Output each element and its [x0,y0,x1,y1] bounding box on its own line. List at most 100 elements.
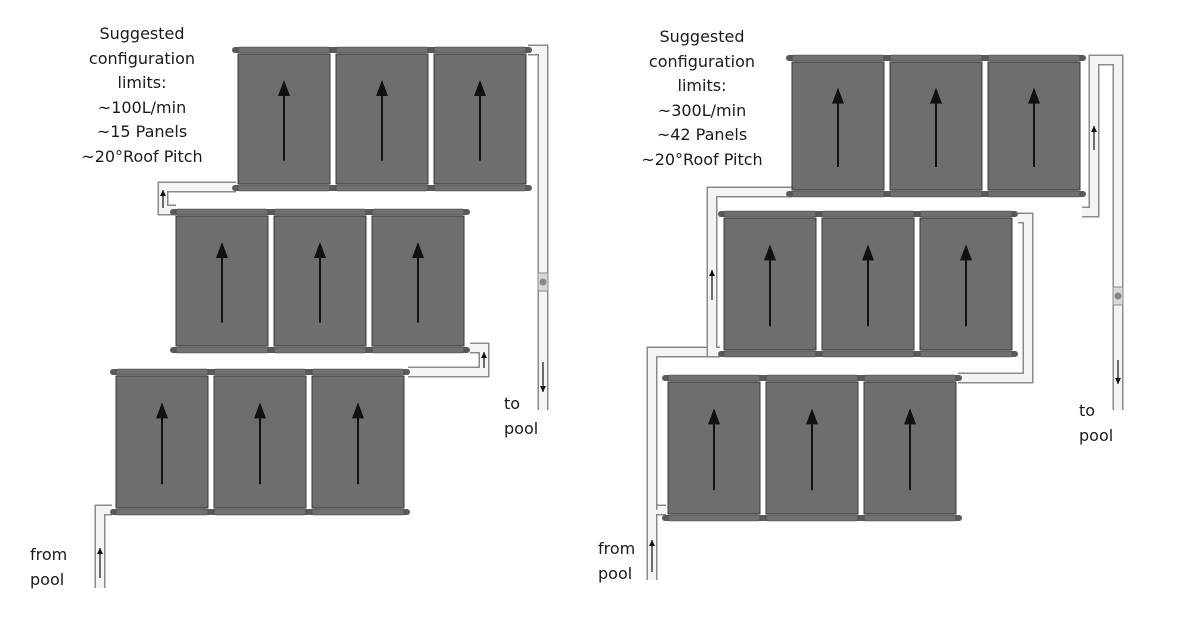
left-row-middle-panel-footer [175,346,269,354]
up-arrow-icon-head [764,244,776,261]
inlet-label-line: from [30,545,68,564]
left-row-bottom-panel-footer [311,508,405,516]
up-arrow-icon-head [216,242,228,258]
outlet-label-left: to pool [504,392,554,441]
left-row-middle-panel-header [175,208,269,216]
up-arrow-icon-head [474,80,486,96]
left-riser-arrow-2-head [160,190,166,196]
up-arrow-icon-head [278,80,290,96]
up-arrow-icon-head [254,402,266,419]
limits-line: limits: [677,76,727,95]
left-row-top-panel-header [433,46,527,54]
up-arrow-icon-head [930,87,942,104]
up-arrow-icon-head [156,402,168,419]
right-row-bottom-panel [765,381,859,515]
up-arrow-icon-head [376,80,388,96]
left-inlet-arrow-head [97,548,103,554]
right-row-middle-panel-header [919,210,1013,218]
left-outlet-arrow-head [540,386,546,392]
left-row-bottom-panel-header [213,368,307,376]
right-row-top-panel-header [987,54,1081,62]
inlet-label-line: from [598,539,636,558]
up-arrow-icon-head [314,242,326,258]
valve-icon-knob [1114,292,1122,300]
outlet-label-line: to [504,394,521,413]
right-row-bottom-panel-footer [765,514,859,522]
right-inlet-arrow-head [649,540,655,546]
right-row-top-panel-header [791,54,885,62]
up-arrow-icon-head [412,242,424,258]
left-inlet-pipe [96,506,112,588]
right-row-bottom-panel-footer [863,514,957,522]
right-row-middle-panel-footer [723,350,817,358]
limits-line: configuration [648,51,756,71]
right-row-middle-panel-header [723,210,817,218]
right-row-top-panel-footer [889,190,983,198]
inlet-label-right: from pool [598,537,664,586]
right-outlet-pipe [1082,56,1122,410]
outlet-label-line: pool [504,418,539,438]
left-outlet-pipe [528,46,547,410]
left-row-bottom-panel-footer [115,508,209,516]
up-arrow-icon-head [862,244,874,261]
up-arrow-icon-head [352,402,364,419]
pitch-limit: ~20°Roof Pitch [81,146,203,166]
right-riser-arrow-3-head [1091,126,1097,132]
up-arrow-icon-head [832,87,844,104]
limits-line: Suggested [659,27,745,46]
pitch-limit: ~20°Roof Pitch [641,149,763,169]
left-row-bottom-panel-footer [213,508,307,516]
left-riser-2 [159,183,236,214]
right-row-middle-panel-footer [919,350,1013,358]
left-row-top-panel-footer [335,184,429,192]
panel-limit: ~42 Panels [656,125,748,144]
left-row-bottom-panel-header [311,368,405,376]
right-row-top-panel-footer [987,190,1081,198]
left-row-middle-panel-footer [371,346,465,354]
right-row-middle-panel-header [821,210,915,218]
inlet-label-left: from pool [30,543,96,592]
panel-arrays [110,46,1086,522]
right-row-bottom-panel-header [765,374,859,382]
right-row-bottom-panel-header [667,374,761,382]
right-inlet-riser [648,348,720,510]
left-row-bottom-panel-header [115,368,209,376]
limits-line: Suggested [99,24,185,43]
left-riser-arrow-1-head [481,352,487,358]
left-row-middle-panel [273,215,367,347]
flow-arrows [97,80,1121,578]
up-arrow-icon-head [904,408,916,425]
left-row-top-panel-footer [237,184,331,192]
left-row-top-panel-header [237,46,331,54]
outlet-label-line: to [1079,401,1096,420]
left-row-top-panel-header [335,46,429,54]
valve-icon-knob [539,278,547,286]
up-arrow-icon-head [806,408,818,425]
right-outlet-pipe-outline [1082,54,1124,410]
inlet-label-line: pool [598,563,633,583]
left-row-middle-panel-header [371,208,465,216]
config-limits-left: Suggested configuration limits: ~100L/mi… [72,22,212,169]
left-row-top-panel-footer [433,184,527,192]
right-outlet-arrow-head [1115,378,1121,384]
panel-limit: ~15 Panels [96,122,188,141]
limits-line: configuration [88,48,196,68]
right-riser-arrow-2-head [709,270,715,276]
up-arrow-icon-head [1028,87,1040,104]
right-row-bottom-panel-footer [667,514,761,522]
right-row-bottom-panel-header [863,374,957,382]
up-arrow-icon-head [960,244,972,261]
right-row-middle-panel-footer [821,350,915,358]
inlet-label-line: pool [30,569,65,589]
right-riser-1 [958,214,1032,382]
left-row-middle-panel-header [273,208,367,216]
outlet-label-line: pool [1079,425,1114,445]
up-arrow-icon-head [708,408,720,425]
limits-line: limits: [117,73,167,92]
flow-limit: ~100L/min [97,97,187,117]
right-row-top-panel-header [889,54,983,62]
outlet-label-right: to pool [1079,399,1129,448]
flow-limit: ~300L/min [657,100,747,120]
right-row-top-panel-footer [791,190,885,198]
